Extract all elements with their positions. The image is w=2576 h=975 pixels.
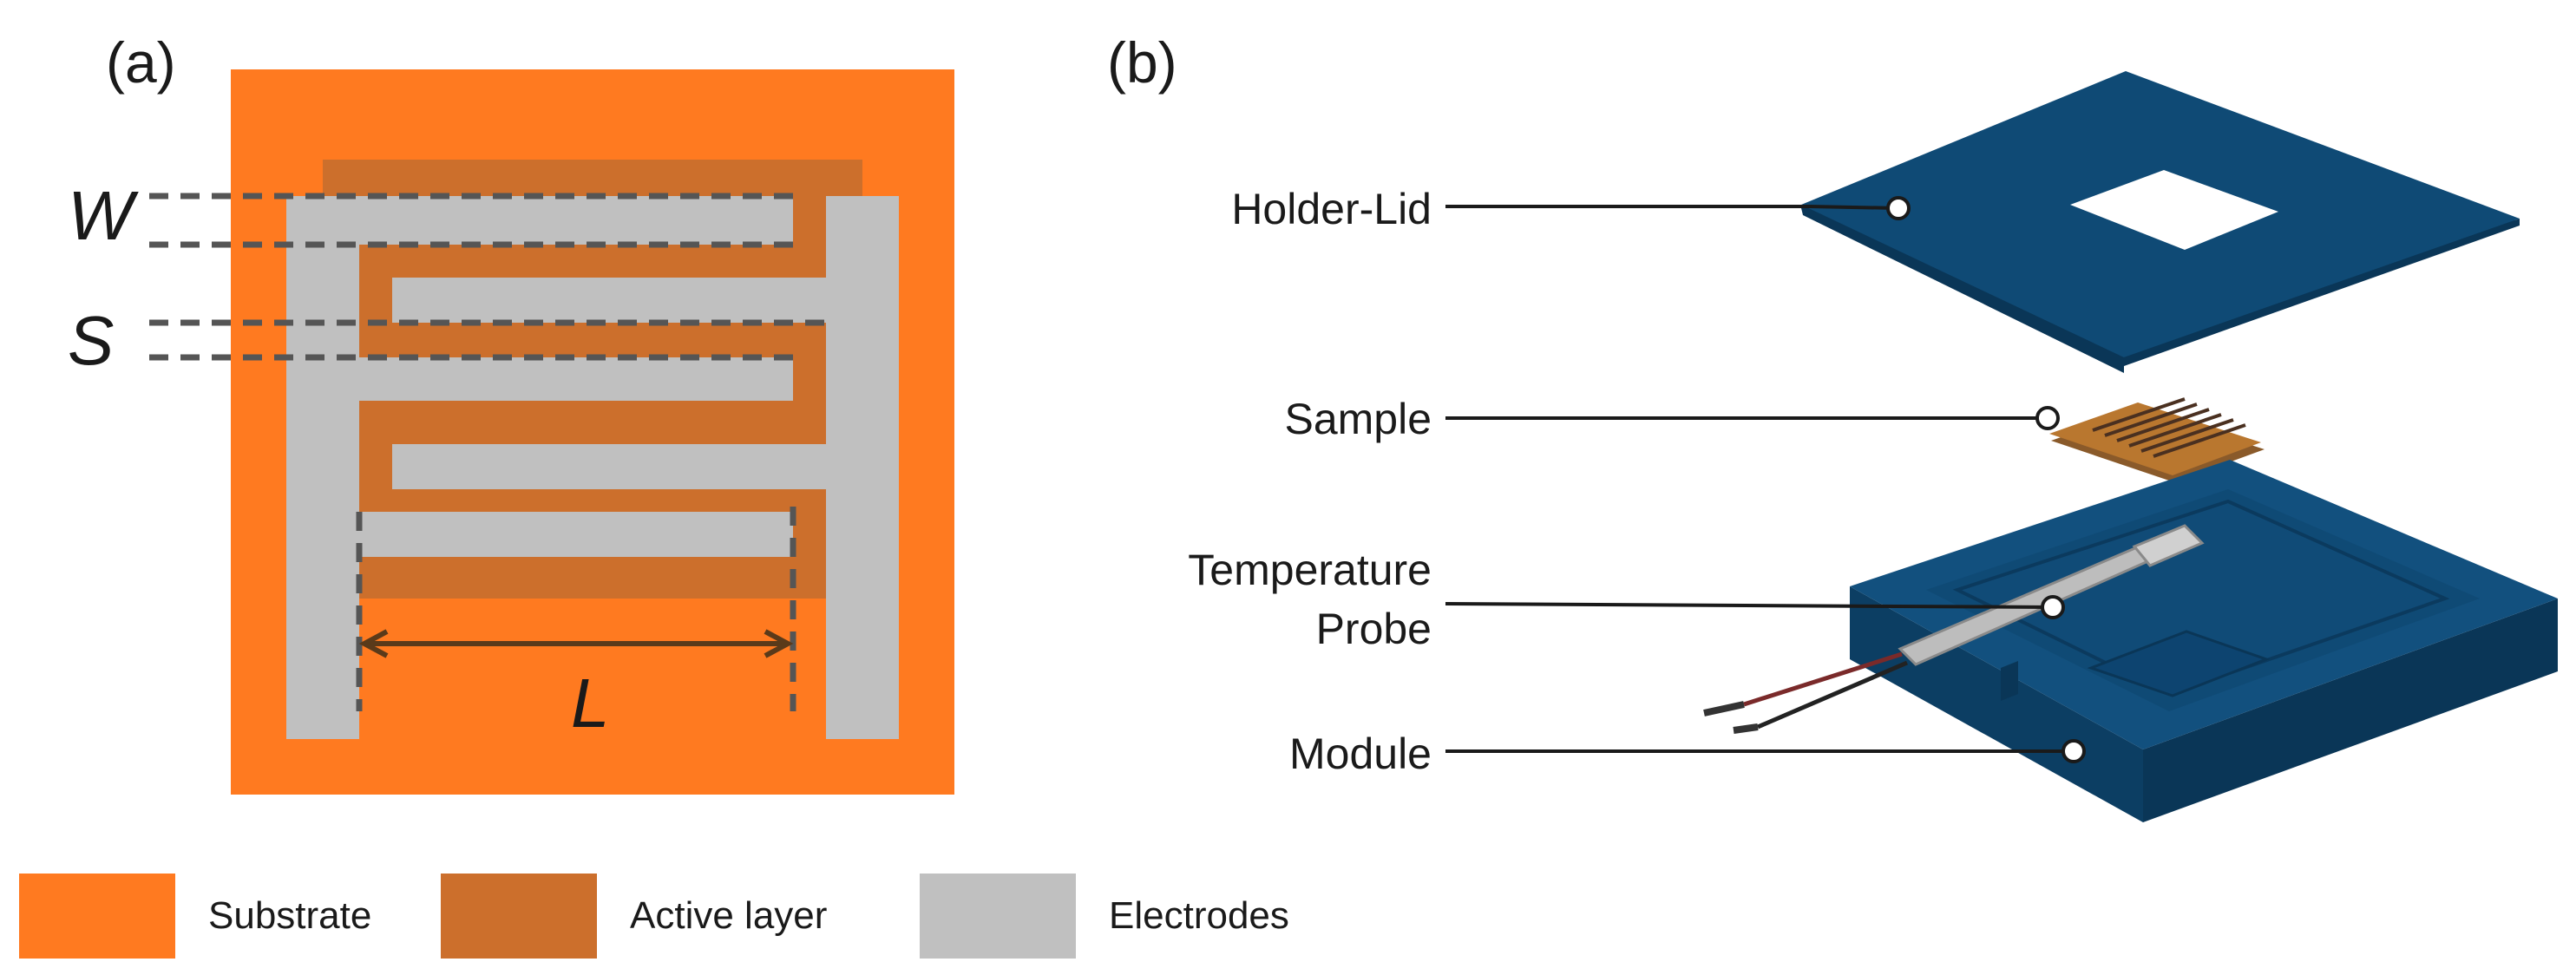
- legend-label-active-layer: Active layer: [630, 894, 828, 937]
- active-band-4: [359, 489, 826, 512]
- holder-lid-edge: [2124, 219, 2520, 366]
- legend-swatch-substrate: [19, 874, 175, 959]
- probe-tip: [2132, 524, 2205, 567]
- legend-swatch-active-layer: [441, 874, 597, 959]
- holder-lid-window: [2070, 170, 2278, 250]
- callout-line-probe: [1445, 602, 2054, 609]
- probe-lead-2: [1733, 723, 1759, 734]
- callout-dot-probe: [2041, 595, 2065, 619]
- holder-lid: [1801, 71, 2520, 373]
- active-band-2: [359, 323, 826, 357]
- finger-left-3: [359, 512, 793, 557]
- callout-module: Module: [1289, 730, 1432, 778]
- panel-a: (a): [68, 30, 954, 795]
- legend-item-electrodes: Electrodes: [920, 873, 1289, 959]
- legend-swatch-electrodes: [920, 874, 1076, 959]
- s-label: S: [68, 302, 114, 379]
- callout-temperature: Temperature: [1188, 546, 1432, 594]
- finger-left-2: [359, 357, 793, 401]
- callout-probe: Probe: [1316, 605, 1432, 653]
- temperature-probe: [1703, 524, 2205, 734]
- probe-wire-red: [1743, 651, 1903, 707]
- active-band-7: [359, 278, 392, 323]
- probe-lead-1: [1703, 701, 1745, 717]
- callout-lines: [1445, 205, 2074, 753]
- callout-dot-holder: [1886, 196, 1911, 220]
- callout-dot-module: [2061, 739, 2086, 763]
- left-electrode-bus: [286, 196, 359, 739]
- sample-chip: [2049, 397, 2265, 482]
- legend-item-active-layer: Active layer: [441, 873, 827, 959]
- active-layer-bands: [359, 196, 826, 595]
- callout-holder-lid: Holder-Lid: [1231, 185, 1432, 233]
- sample-chip-pattern: [2092, 397, 2246, 458]
- module-slot: [2087, 630, 2271, 697]
- module-recess-inner: [1952, 499, 2450, 697]
- active-band-8: [793, 357, 826, 401]
- active-band-5: [359, 557, 826, 595]
- finger-right-2: [392, 444, 826, 489]
- callout-dots: [1886, 196, 2086, 763]
- panel-a-label: (a): [106, 30, 176, 95]
- electrodes: [286, 196, 899, 739]
- module-front-right: [2143, 599, 2558, 822]
- finger-right-1: [392, 278, 826, 323]
- active-band-6: [793, 196, 826, 245]
- finger-left-1: [359, 196, 793, 245]
- active-band-10: [793, 512, 826, 557]
- probe-wire-black: [1757, 660, 1908, 730]
- dimension-guides: [149, 193, 826, 711]
- w-label: W: [68, 177, 139, 254]
- callout-dot-sample: [2035, 406, 2060, 430]
- panel-b-label: (b): [1107, 30, 1177, 95]
- panel-b: (b): [1107, 30, 2558, 822]
- length-arrow: [358, 629, 794, 658]
- callout-line-holder-tail: [1809, 205, 1899, 210]
- legend-label-substrate: Substrate: [208, 894, 372, 937]
- active-band-9: [359, 444, 392, 489]
- active-band-3: [359, 401, 826, 444]
- l-label: L: [571, 664, 610, 742]
- right-electrode-bus: [826, 196, 899, 739]
- sample-chip-top: [2049, 402, 2261, 475]
- callout-sample: Sample: [1284, 395, 1432, 443]
- active-band-1: [359, 245, 826, 278]
- module-notch: [2001, 661, 2018, 701]
- legend-item-substrate: Substrate: [19, 873, 371, 959]
- legend-label-electrodes: Electrodes: [1109, 894, 1289, 937]
